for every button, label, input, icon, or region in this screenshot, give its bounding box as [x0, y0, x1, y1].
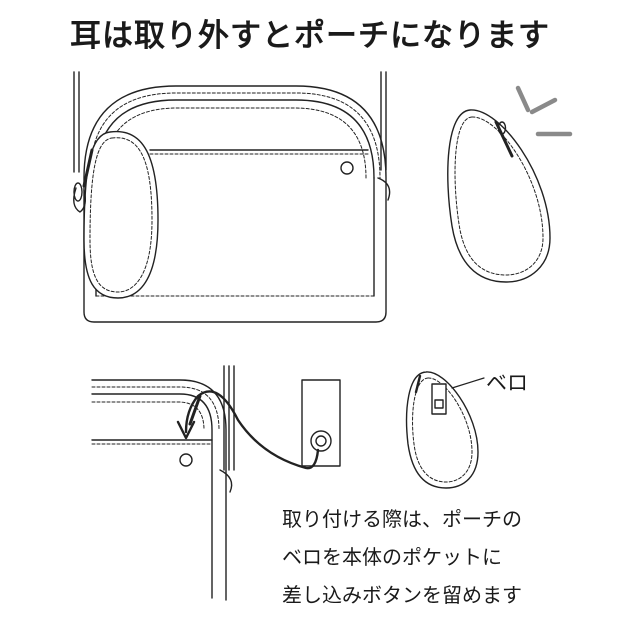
partial-bag-illustration — [91, 365, 235, 601]
small-pouch-illustration — [405, 371, 485, 489]
belo-label: ベロ — [486, 371, 528, 395]
instruction-line: 取り付ける際は、ポーチの — [282, 507, 522, 531]
instruction-line: 差し込みボタンを留めます — [282, 583, 522, 607]
instruction-line: ベロを本体のポケットに — [282, 545, 502, 569]
belo-tab-illustration — [301, 379, 341, 467]
detached-pouch-illustration — [447, 109, 551, 283]
attach-instructions: 取り付ける際は、ポーチの ベロを本体のポケットに 差し込みボタンを留めます — [282, 500, 612, 614]
bag-with-pouch-illustration — [73, 71, 391, 323]
attach-arrow — [176, 390, 320, 470]
page-title: 耳は取り外すとポーチになります — [70, 18, 550, 54]
emphasis-lines — [515, 85, 573, 137]
